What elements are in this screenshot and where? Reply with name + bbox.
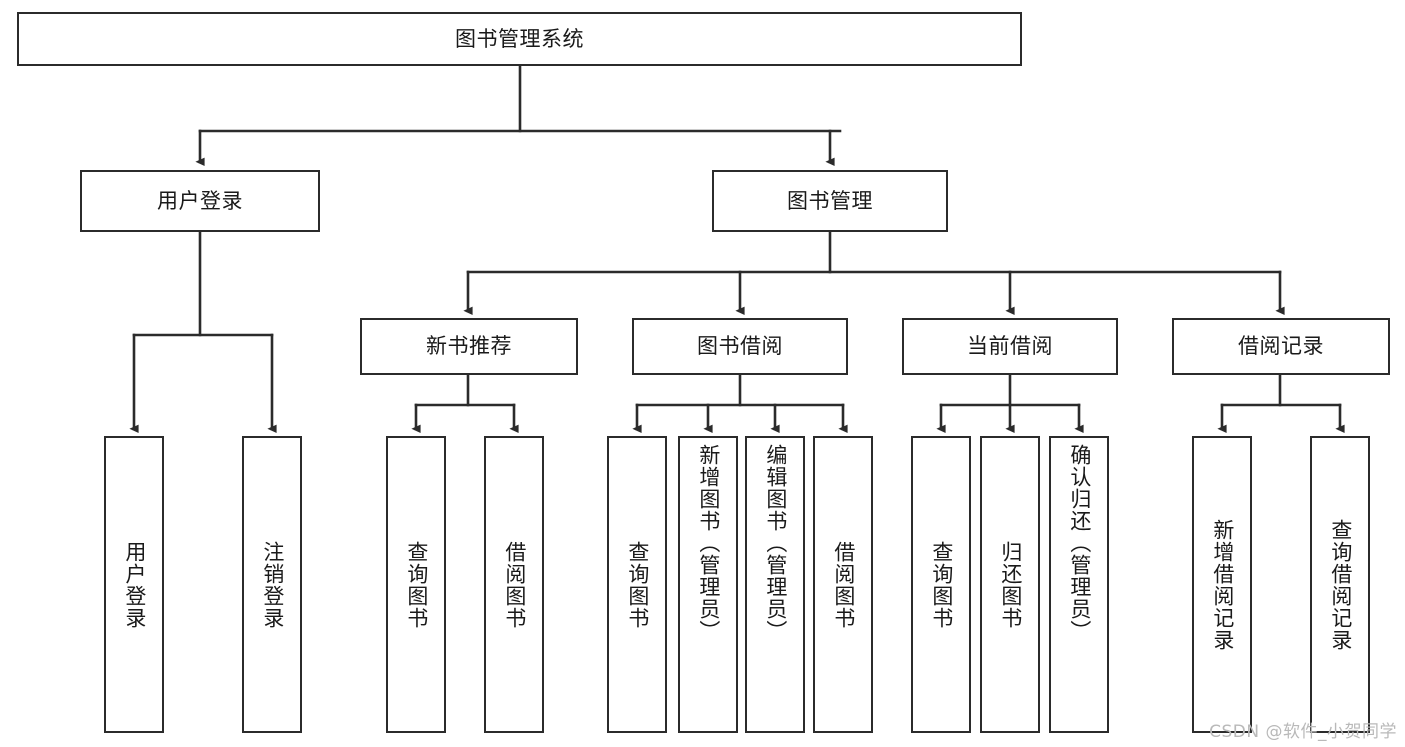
leaf-record-query[interactable]: 查询借阅记录 [1310,436,1370,733]
leaf-record-add-label: 新增借阅记录 [1210,518,1235,651]
leaf-borrow-borrow-book[interactable]: 借阅图书 [813,436,873,733]
leaf-current-query-book-label: 查询图书 [929,540,954,629]
csdn-watermark: CSDN @软件_小贺同学 [1209,722,1397,742]
leaf-borrow-query-book-label: 查询图书 [625,540,650,629]
leaf-recommend-borrow-book-label: 借阅图书 [502,540,527,629]
leaf-user-logout[interactable]: 注销登录 [242,436,302,733]
leaf-current-return-book-label: 归还图书 [998,540,1023,629]
leaf-user-logout-label: 注销登录 [260,540,285,629]
leaf-current-return-book[interactable]: 归还图书 [980,436,1040,733]
node-new-book-recommend-label: 新书推荐 [426,334,512,359]
leaf-borrow-edit-book-label: 编辑图书（管理员） [763,444,788,642]
leaf-borrow-add-book-label: 新增图书（管理员） [696,444,721,642]
node-user-login-label: 用户登录 [157,188,243,213]
leaf-current-confirm-return-label: 确认归还（管理员） [1067,444,1092,642]
node-book-borrow[interactable]: 图书借阅 [632,318,848,375]
leaf-recommend-query-book-label: 查询图书 [404,540,429,629]
leaf-record-add[interactable]: 新增借阅记录 [1192,436,1252,733]
node-book-management[interactable]: 图书管理 [712,170,948,232]
leaf-current-confirm-return[interactable]: 确认归还（管理员） [1049,436,1109,733]
node-root-label: 图书管理系统 [455,26,584,51]
leaf-borrow-borrow-book-label: 借阅图书 [831,540,856,629]
node-borrow-record[interactable]: 借阅记录 [1172,318,1390,375]
leaf-borrow-add-book[interactable]: 新增图书（管理员） [678,436,738,733]
node-borrow-record-label: 借阅记录 [1238,334,1324,359]
leaf-user-login-label: 用户登录 [122,540,147,629]
leaf-current-query-book[interactable]: 查询图书 [911,436,971,733]
leaf-borrow-edit-book[interactable]: 编辑图书（管理员） [745,436,805,733]
node-book-management-label: 图书管理 [787,188,873,213]
leaf-record-query-label: 查询借阅记录 [1328,518,1353,651]
node-user-login[interactable]: 用户登录 [80,170,320,232]
leaf-borrow-query-book[interactable]: 查询图书 [607,436,667,733]
node-current-borrow[interactable]: 当前借阅 [902,318,1118,375]
leaf-recommend-borrow-book[interactable]: 借阅图书 [484,436,544,733]
node-root[interactable]: 图书管理系统 [17,12,1022,66]
node-new-book-recommend[interactable]: 新书推荐 [360,318,578,375]
leaf-user-login[interactable]: 用户登录 [104,436,164,733]
leaf-recommend-query-book[interactable]: 查询图书 [386,436,446,733]
node-book-borrow-label: 图书借阅 [697,334,783,359]
node-current-borrow-label: 当前借阅 [967,334,1053,359]
